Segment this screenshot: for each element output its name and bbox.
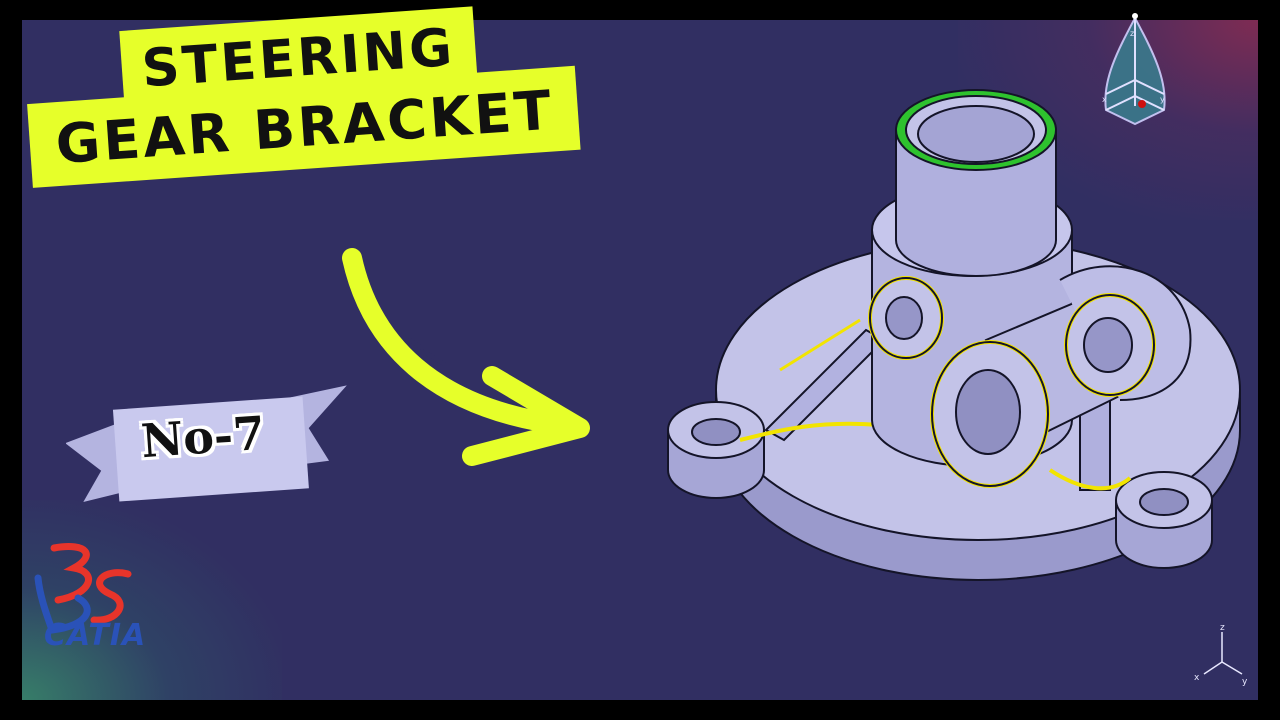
compass-z-label: z — [1130, 29, 1134, 38]
compass-x-label: x — [1102, 95, 1107, 104]
catia-brand-text: CATIA — [44, 618, 147, 653]
triad-z-label: z — [1220, 623, 1225, 633]
steering-gear-bracket-model — [667, 89, 1241, 581]
compass-icon[interactable]: z x y — [1078, 10, 1188, 140]
triad-x-label: x — [1194, 673, 1200, 683]
episode-number-label: No-7 — [139, 405, 267, 469]
triad-y-label: y — [1242, 677, 1248, 687]
axis-triad-icon: z x y — [1194, 623, 1248, 687]
ribbon-badge — [66, 385, 347, 503]
compass-y-label: y — [1160, 95, 1165, 104]
dassault-3ds-logo-icon — [34, 543, 132, 634]
curved-arrow-icon — [342, 248, 590, 466]
